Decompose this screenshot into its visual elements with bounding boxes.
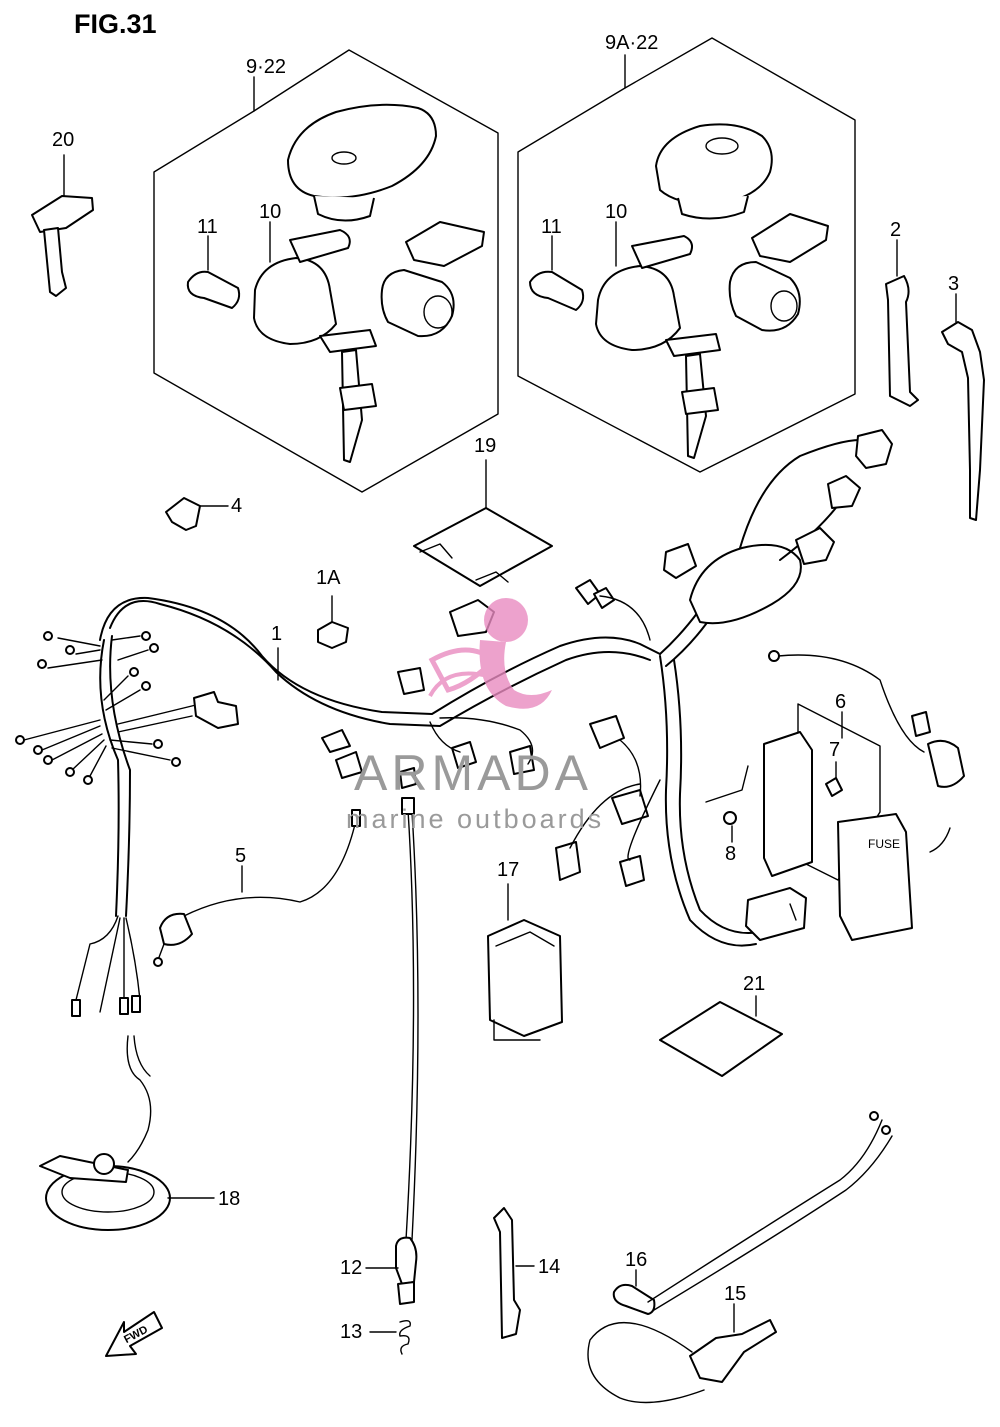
part-18-horn: 18 [39,1035,240,1231]
callout-number-c20: 20 [52,129,74,151]
callout-number-c15: 15 [724,1283,746,1305]
callout-number-c13: 13 [340,1321,362,1343]
ignition-lock-right: 11 10 [529,123,829,459]
callout-number-c21: 21 [743,973,765,995]
callout-number-c18: 18 [218,1188,240,1210]
callout-number-c5: 5 [235,845,246,867]
callout-number-c14: 14 [538,1256,560,1278]
part-13-spring: 13 [340,1319,411,1355]
callout-number-c8: 8 [725,843,736,865]
part-16-bolt: 16 [612,1249,656,1315]
part-1-wiring-harness: 1 [15,429,893,1017]
kit-frame-left: 9·22 [153,49,499,493]
callout-number-c6: 6 [835,691,846,713]
ground-wire [768,650,965,853]
part-6-fuse-box: FUSE 6 [745,691,913,941]
part-3-clamp: 3 [941,273,985,521]
figure-title: FIG.31 [74,9,157,39]
callout-number-c16: 16 [625,1249,647,1271]
part-19-label: 19 [413,435,553,587]
callout-number-c7: 7 [829,739,840,761]
callout-number-c10a: 10 [259,201,281,223]
part-15-sensor: 15 [587,1111,893,1404]
callout-number-c11a: 11 [197,216,218,238]
callout-number-c12: 12 [340,1257,362,1279]
kit-frame-right: 9A·22 [517,32,856,473]
watermark: ARMADA marine outboards [346,598,604,834]
callout-number-c1: 1 [271,623,282,645]
watermark-tagline: marine outboards [346,804,604,834]
forward-arrow: FWD [105,1311,163,1357]
part-14-bracket: 14 [493,1207,560,1339]
callout-number-c11b: 11 [541,216,562,238]
part-4-clip: 4 [165,495,242,531]
kit-label-right: 9A·22 [605,32,658,54]
callout-number-c19: 19 [474,435,496,457]
part-21-label: 21 [659,973,783,1077]
part-20-key: 20 [31,129,94,297]
callout-number-c1a: 1A [316,567,341,589]
callout-number-c2: 2 [890,219,901,241]
callout-number-c17: 17 [497,859,519,881]
part-7-fuse: 7 [825,739,843,797]
fuse-cover-label: FUSE [868,837,900,851]
callout-number-c3: 3 [948,273,959,295]
callout-number-c10b: 10 [605,201,627,223]
watermark-brand: ARMADA [354,745,592,801]
ignition-lock-left: 11 10 [186,103,485,463]
callout-number-c4: 4 [231,495,242,517]
part-1a-connector: 1A [316,567,349,649]
kit-label-left: 9·22 [246,56,286,78]
brand-logo [428,598,552,709]
part-5-lead-wire: 5 [153,809,361,967]
part-12-switch: 12 [340,797,419,1305]
part-17-relay: 17 [487,859,563,1041]
part-2-bracket: 2 [885,219,919,407]
part-8-screw: 8 [705,765,749,865]
